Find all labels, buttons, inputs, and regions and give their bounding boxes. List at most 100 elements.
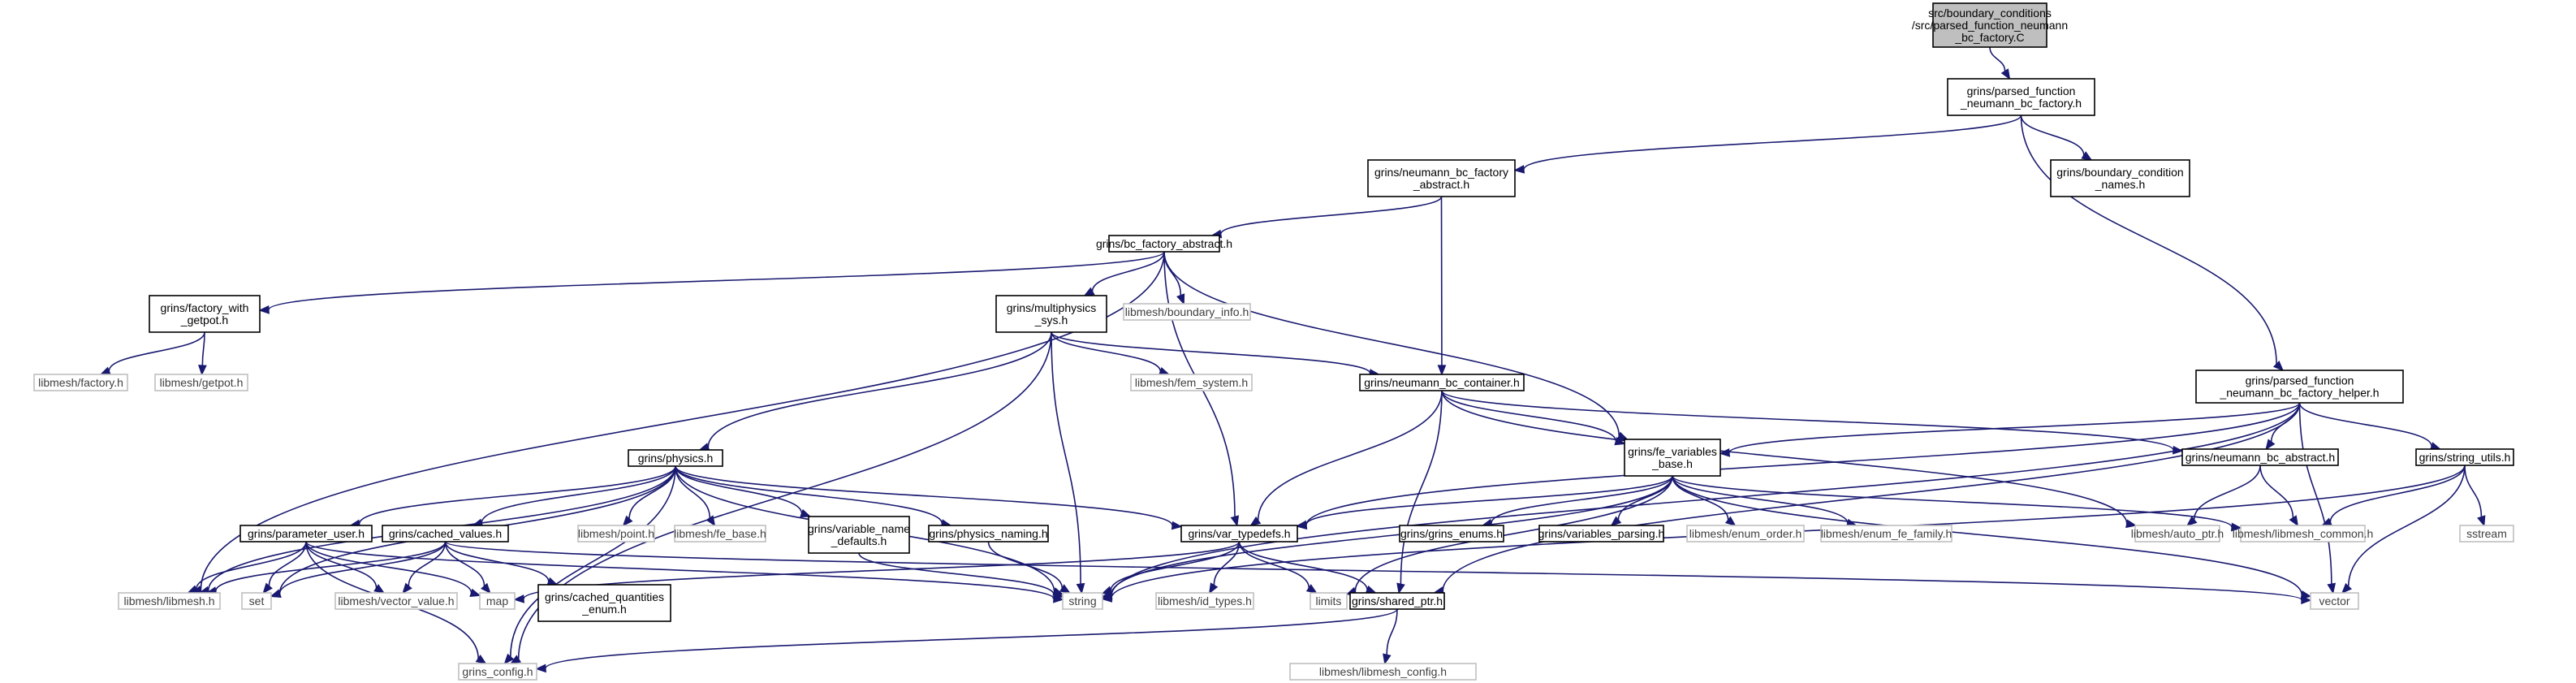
edge-line [358,465,676,525]
node-box [1538,525,1664,543]
edge-pu-to-set [262,541,307,594]
node-label-line: sstream [2466,527,2507,540]
node-grins-string-utils-h[interactable]: grins/string_utils.h [2415,448,2514,466]
edge-line [1400,390,1443,585]
node-grins-parsed-function-neumann-bc-factory-h[interactable]: grins/parsed_function_neumann_bc_factory… [1947,78,2095,116]
edge-line [1051,331,1371,374]
edge-line [2259,465,2294,518]
edge-line [444,541,485,586]
node-box [334,592,458,610]
edge-arrowhead [373,584,386,594]
edge-line [1441,390,1617,442]
edge-nbfa-to-nbc [1437,196,1447,376]
edge-line [2020,115,2277,365]
edge-arrowhead [1383,653,1392,665]
edge-line [1110,541,1241,591]
node-grins-physics-naming-h[interactable]: grins/physics_naming.h [928,525,1049,543]
node-libmesh-vector-value-h: libmesh/vector_value.h [334,592,458,610]
node-label-line: limits [1316,594,1342,607]
edge-pfnbf-to-bcn [2020,115,2093,161]
node-grins-fe-variables-base-h[interactable]: grins/fe_variables_base.h [1624,439,1721,477]
node-grins-parsed-function-neumann-bc-factory-helper-h[interactable]: grins/parsed_function_neumann_bc_factory… [2195,370,2404,404]
node-box [1289,663,1477,681]
node-label-line: libmesh/fe_base.h [674,527,766,540]
edge-nbc-to-sp [1396,390,1443,594]
edge-bcfa-to-mps [1083,251,1165,296]
edge-arrowhead [1209,582,1219,594]
node-label-line: _getpot.h [180,313,228,326]
node-box [1108,235,1220,253]
edge-vnd-to-string [858,552,1064,599]
node-grins-physics-h[interactable]: grins/physics.h [628,449,723,467]
node-label-line: grins/neumann_bc_factory [1374,166,1508,179]
edge-line [1989,46,2006,71]
edge-arrowhead [258,305,270,314]
edge-bcfa-to-fwg [258,251,1165,314]
node-libmesh-id-types-h: libmesh/id_types.h [1155,592,1254,610]
node-grins-neumann-bc-container-h[interactable]: grins/neumann_bc_container.h [1359,374,1525,391]
edge-nbc-to-lap [1441,390,2138,529]
node-label-line: grins/grins_enums.h [1400,527,1503,540]
edge-line [1441,390,2174,451]
node-grins-factory-with-getpot-h[interactable]: grins/factory_with_getpot.h [149,295,261,333]
edge-arrowhead [475,655,487,664]
edge-arrowhead [622,515,633,527]
node-src-boundary-conditions-src-parsed-function-neumann-bc-factory-c[interactable]: src/boundary_conditions/src/parsed_funct… [1912,2,2068,48]
node-grins-variable-name-defaults-h[interactable]: grins/variable_name_defaults.h [808,516,910,554]
edge-line [108,331,205,372]
node-box [2310,592,2359,610]
node-grins-neumann-bc-factory-abstract-h[interactable]: grins/neumann_bc_factory_abstract.h [1367,159,1516,197]
node-label-line: grins/string_utils.h [2419,451,2511,464]
edge-fwg-to-lfac [99,331,205,375]
edge-arrowhead [503,653,515,665]
edge-line [2347,465,2466,587]
edge-line [1617,475,1673,521]
node-libmesh-factory-h: libmesh/factory.h [33,374,128,391]
edge-line [1213,541,1241,586]
node-box [628,449,723,467]
edge-sp-to-llcfg [1383,608,1398,665]
node-grins-parameter-user-h[interactable]: grins/parameter_user.h [239,525,373,543]
edge-line [2298,402,2432,447]
node-box [1180,525,1298,543]
node-grins-boundary-condition-names-h[interactable]: grins/boundary_condition_names.h [2050,159,2190,197]
edge-arrowhead [1513,165,1525,174]
node-grins-shared-ptr-h[interactable]: grins/shared_ptr.h [1349,592,1445,610]
edge-line [1257,390,1443,521]
node-grins-neumann-bc-abstract-h[interactable]: grins/neumann_bc_abstract.h [2181,448,2339,466]
node-label-line: grins/boundary_condition [2056,166,2183,179]
edge-fev-to-llc [1672,475,2242,532]
edge-pfh-to-sp [1433,402,2301,595]
node-label-line: vector [2319,594,2349,607]
edge-line [1441,390,2128,524]
edge-line [1672,475,1849,524]
node-label-line: grins/fe_variables [1628,445,1717,458]
edge-arrowhead [402,582,412,594]
node-label-line: grins/var_typedefs.h [1188,527,1290,540]
edge-arrowhead [1176,293,1185,305]
edge-line [858,552,1055,595]
edge-arrowhead [509,655,522,664]
node-grins-bc-factory-abstract-h[interactable]: grins/bc_factory_abstract.h [1096,235,1232,253]
edge-arrowhead [2186,516,2198,527]
edge-line [195,541,307,590]
node-grins-cached-quantities-enum-h[interactable]: grins/cached_quantities_enum.h [537,584,671,622]
edge-arrowhead [513,594,524,603]
edge-sp-to-gc [535,608,1398,673]
node-box [382,525,509,543]
node-box [537,584,671,622]
edge-arrowhead [481,582,491,594]
node-grins-grins-enums-h[interactable]: grins/grins_enums.h [1399,525,1504,543]
node-label-line: grins/neumann_bc_container.h [1364,376,1519,389]
edge-arrowhead [1724,516,1737,526]
node-grins-multiphysics-sys-h[interactable]: grins/multiphysics_sys.h [995,295,1107,333]
node-label-line: libmesh/libmesh.h [123,594,214,607]
node-grins-cached-values-h[interactable]: grins/cached_values.h [382,525,509,543]
node-box [1359,374,1525,391]
node-grins-variables-parsing-h[interactable]: grins/variables_parsing.h [1538,525,1665,543]
node-grins-var-typedefs-h[interactable]: grins/var_typedefs.h [1180,525,1298,543]
node-box [1624,439,1721,477]
edge-nba-to-lap [2186,465,2261,527]
node-label-line: libmesh/boundary_info.h [1125,305,1249,318]
edge-line [1163,251,1620,436]
